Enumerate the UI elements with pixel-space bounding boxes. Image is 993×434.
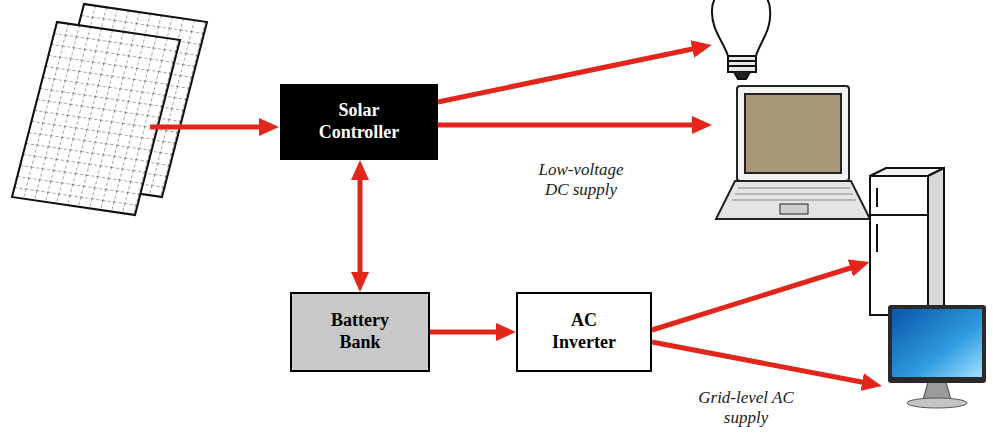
node-text: Battery Bank — [310, 310, 410, 353]
node-text: AC Inverter — [539, 310, 629, 353]
light-bulb — [712, 0, 770, 79]
flow-arrow — [358, 170, 363, 282]
supply-label: Low-voltage DC supply — [525, 160, 637, 199]
node-text: Solar Controller — [303, 100, 415, 143]
inverter-box: AC Inverter — [516, 292, 652, 372]
television — [888, 305, 986, 408]
refrigerator — [870, 168, 944, 315]
supply-arrows — [150, 47, 872, 384]
laptop — [716, 86, 870, 219]
flow-arrow — [430, 330, 506, 335]
battery-box: Battery Bank — [290, 292, 430, 372]
solar-panel — [12, 22, 180, 215]
supply-label: Grid-level AC supply — [690, 388, 802, 427]
controller-box: Solar Controller — [280, 84, 438, 160]
